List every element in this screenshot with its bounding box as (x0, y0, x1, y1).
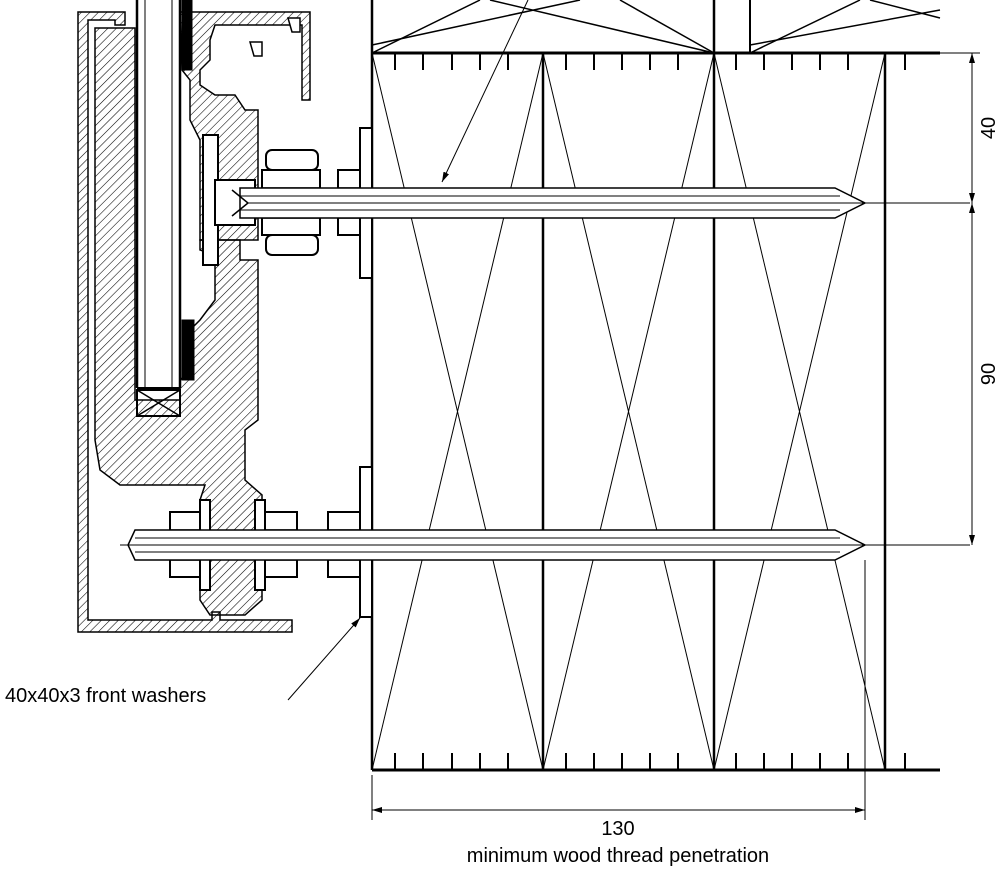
dim-note-min-penetration: minimum wood thread penetration (467, 845, 769, 867)
dim-label-40: 40 (978, 117, 1000, 139)
upper-bolt-assembly (202, 127, 970, 279)
dimension-lines (371, 52, 980, 820)
bottom-tick-marks (394, 753, 906, 770)
dim-label-90: 90 (978, 363, 1000, 385)
glass-pane (135, 0, 195, 417)
timber-cross-lines (371, 52, 886, 771)
leader-lines (287, 0, 529, 701)
top-tick-marks (394, 53, 906, 70)
dim-label-130: 130 (601, 818, 634, 840)
washer-callout-label: 40x40x3 front washers (5, 685, 206, 707)
timber-beam (370, 0, 941, 772)
lower-bolt-assembly (120, 466, 970, 618)
upper-timber-cross (371, 0, 941, 54)
